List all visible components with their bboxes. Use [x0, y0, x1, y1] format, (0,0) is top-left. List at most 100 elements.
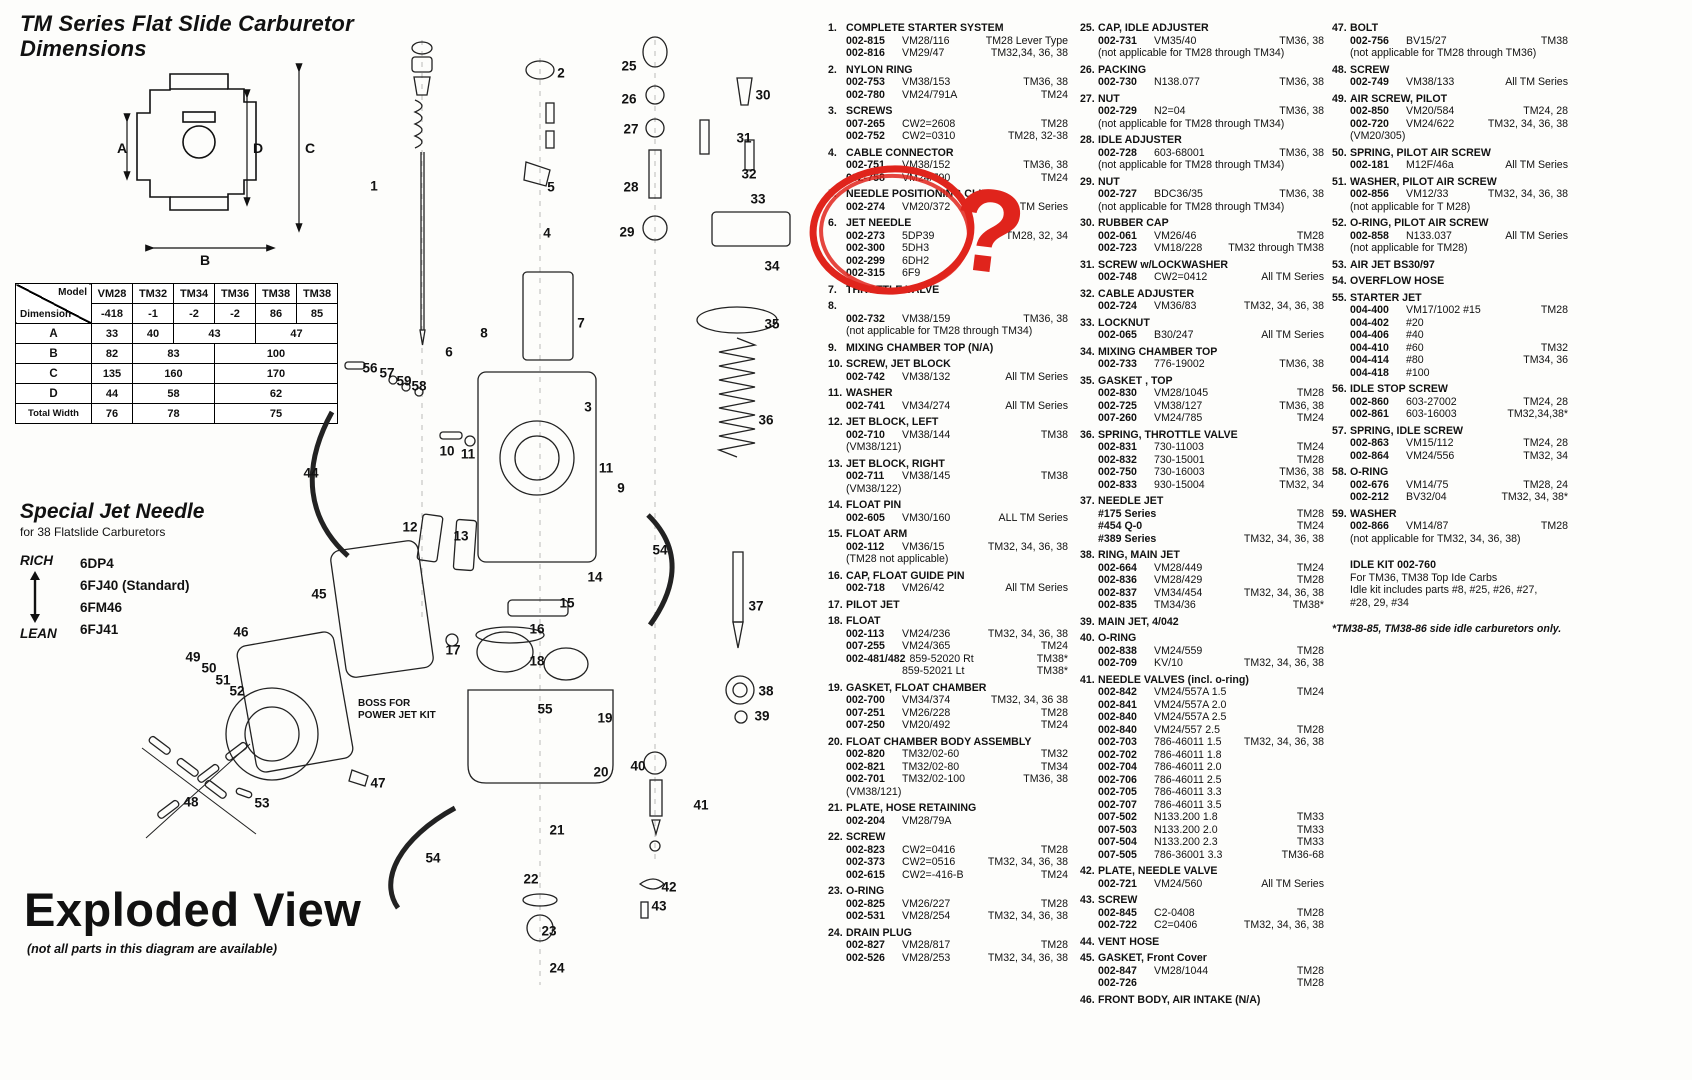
part-number: 34. [1080, 345, 1095, 358]
part-title: JET BLOCK, RIGHT [846, 457, 945, 470]
page-title: TM Series Flat Slide Carburetor Dimensio… [20, 11, 354, 61]
part-code: #389 Series [1098, 532, 1157, 545]
part-models: All TM Series [1261, 877, 1324, 890]
part-title: FLOAT PIN [846, 499, 902, 511]
part-models: TM24 [1296, 520, 1324, 532]
part-ref: VM38/159 [902, 312, 951, 325]
callout-4: 4 [543, 225, 551, 241]
part-number: 24. [828, 926, 843, 939]
part-header: 51.WASHER, PILOT AIR SCREW [1332, 176, 1568, 189]
part-models: ALL TM Series [998, 511, 1068, 524]
part-code: 004-402 [1350, 316, 1389, 329]
dim-value-cell: 75 [214, 403, 338, 424]
dim-value-cell: 76 [91, 403, 133, 424]
part-models: All TM Series [1005, 370, 1068, 383]
part-ref: TM34/36 [1154, 599, 1196, 611]
part-code: 002-732 [846, 312, 885, 325]
corner-model-label: Model [58, 287, 87, 298]
part-ref: VM28/254 [902, 910, 951, 922]
part-code: 002-823 [846, 843, 885, 856]
part-title: IDLE STOP SCREW [1350, 383, 1448, 395]
part-code: 002-842 [1098, 686, 1137, 698]
part-ref: 603-68001 [1154, 146, 1205, 159]
part-title: WASHER [1350, 507, 1397, 520]
part-header: 22.SCREW [828, 831, 1068, 844]
part-code: 002-710 [846, 428, 885, 441]
part-ref: VM20/584 [1406, 105, 1455, 117]
callout-2: 2 [557, 65, 565, 81]
part-header: 10.SCREW, JET BLOCK [828, 358, 1068, 371]
part-code: 004-414 [1350, 354, 1389, 366]
part-ref: VM24/785 [1154, 412, 1203, 424]
part-number: 29. [1080, 175, 1095, 188]
part-models: TM36, 38 [1279, 466, 1324, 478]
part-code: 002-711 [846, 470, 885, 482]
part-title: PILOT JET [846, 598, 900, 611]
part-code: 002-113 [846, 627, 885, 640]
part-models: TM32, 34, 36, 38 [1243, 300, 1324, 312]
special-jet-needle-section: Special Jet Needle for 38 Flatslide Carb… [20, 500, 332, 641]
part-number: 3. [828, 105, 837, 117]
part-code: 002-701 [846, 773, 885, 785]
part-ref: 5DP39 [902, 229, 935, 242]
part-models: TM38 [1040, 428, 1068, 441]
part-models: TM24 [1040, 640, 1068, 652]
needle-item: 6FJ40 (Standard) [80, 578, 190, 593]
part-title: OVERFLOW HOSE [1350, 275, 1445, 287]
part-code: 002-702 [1098, 748, 1137, 761]
part-code: 002-831 [1098, 441, 1137, 453]
part-models: TM28, 32-38 [1007, 130, 1068, 142]
part-title: VENT HOSE [1098, 935, 1160, 948]
part-code: 002-299 [846, 254, 885, 267]
part-number: 43. [1080, 894, 1095, 906]
callout-59: 59 [396, 373, 412, 389]
part-code: 002-273 [846, 229, 885, 242]
part-code: 002-605 [846, 511, 885, 524]
part-models: TM24 [1040, 171, 1068, 184]
part-models: TM28 [1296, 644, 1324, 657]
part-title: O-RING [1098, 632, 1137, 644]
callout-49: 49 [185, 649, 201, 665]
part-header: 35.GASKET , TOP [1080, 375, 1324, 388]
callout-48: 48 [183, 794, 199, 810]
part-ref: TM32/02-60 [902, 748, 960, 760]
part-number: 15. [828, 528, 843, 540]
part-code: 002-720 [1350, 117, 1389, 130]
part-code: 002-850 [1350, 105, 1389, 117]
part-models: All TM Series [1505, 229, 1568, 242]
model-subheader: 85 [296, 303, 338, 324]
part-code: 002-065 [1098, 329, 1137, 341]
part-models: TM32, 34, 36, 38 [1487, 117, 1568, 130]
part-title: BOLT [1350, 22, 1379, 34]
part-ref: VM12/33 [1406, 188, 1449, 200]
part-title: DRAIN PLUG [846, 926, 912, 939]
part-ref: VM24/557A 2.0 [1154, 698, 1227, 711]
part-ref: 786-36001 3.3 [1154, 848, 1223, 861]
callout-31: 31 [736, 130, 752, 146]
part-code: 002-861 [1350, 408, 1389, 420]
part-line: 004-406#40 [1332, 329, 1568, 342]
part-code: 002-866 [1350, 520, 1389, 532]
part-code: 002-847 [1098, 964, 1137, 977]
